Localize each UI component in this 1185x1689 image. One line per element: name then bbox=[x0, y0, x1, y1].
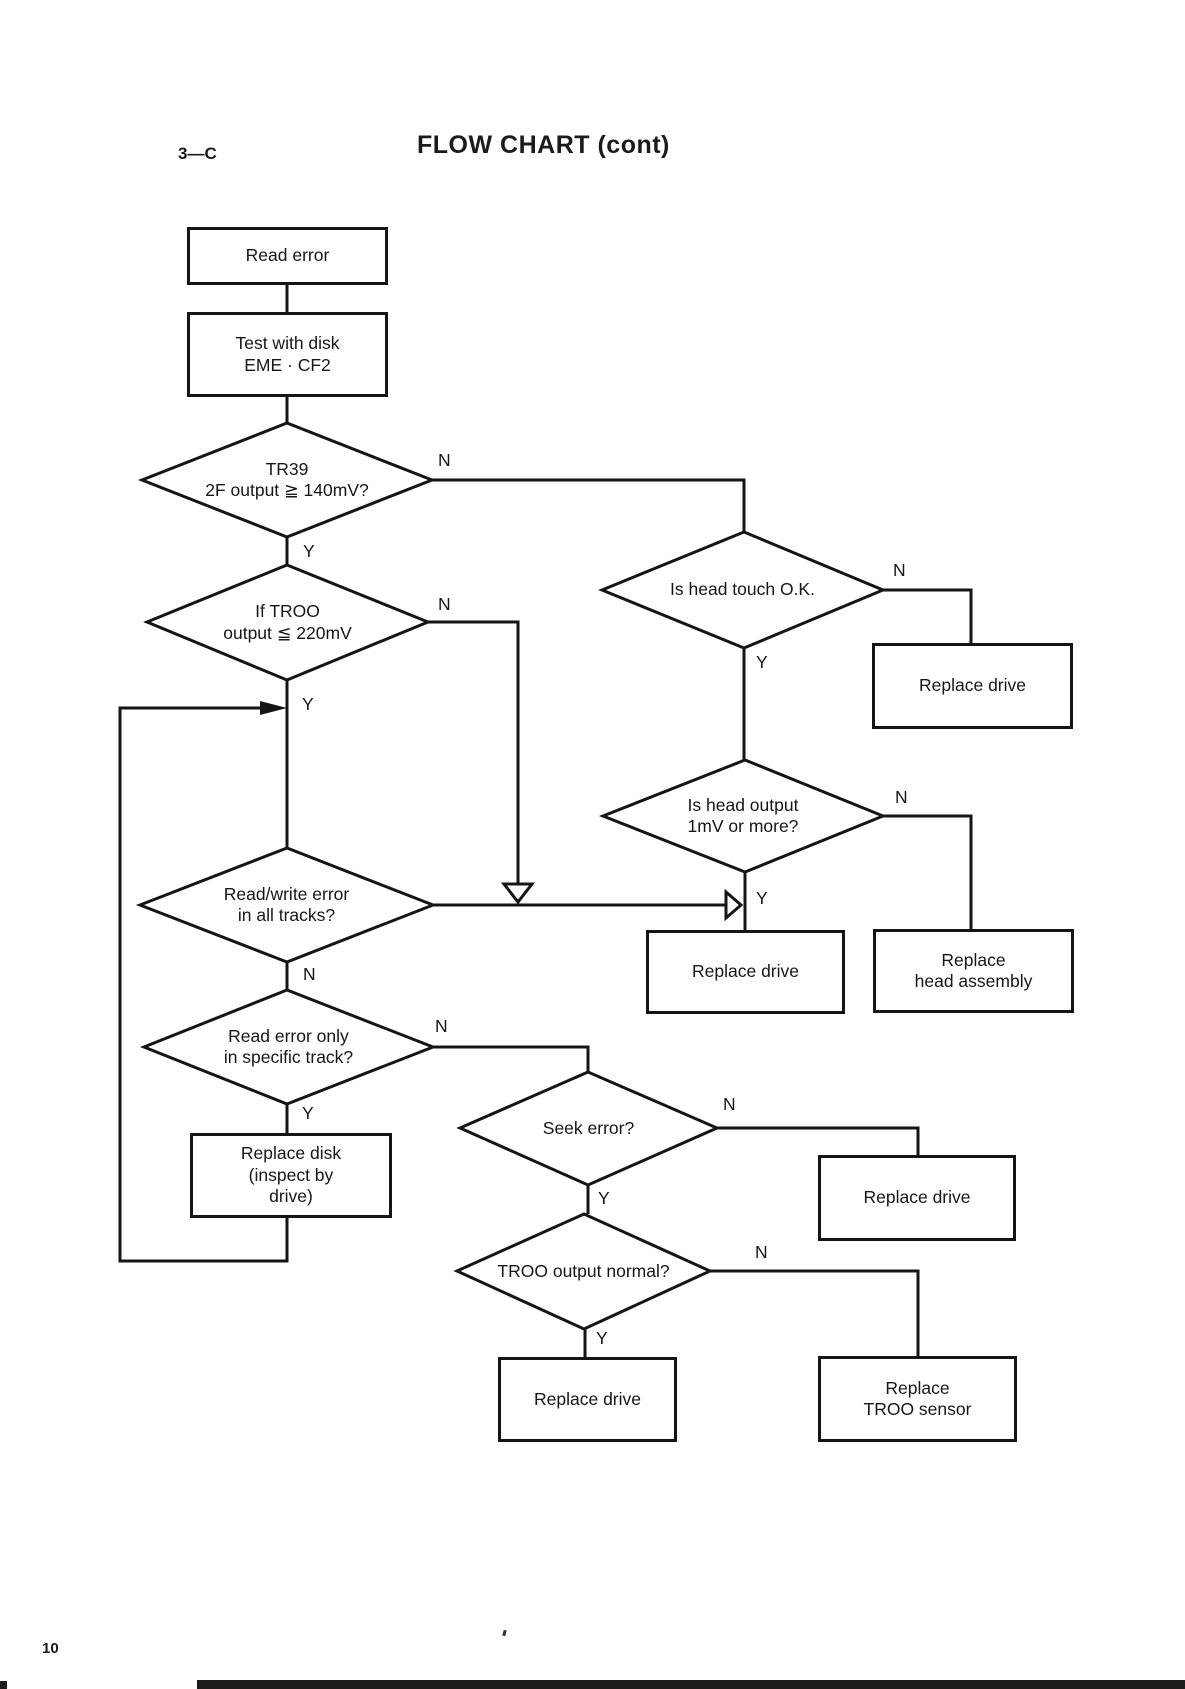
diamond-read-specific-track bbox=[139, 988, 438, 1106]
branch-label-seek-n: N bbox=[723, 1094, 736, 1114]
branch-label-seek-y: Y bbox=[598, 1188, 610, 1208]
process-test-with-disk: Test with disk EME · CF2 bbox=[187, 312, 388, 397]
connector-seek-n bbox=[717, 1126, 920, 1155]
arrowhead-open-down-icon bbox=[500, 882, 536, 905]
process-read-error: Read error bbox=[187, 227, 388, 285]
process-replace-troo-sensor: Replace TROO sensor bbox=[818, 1356, 1017, 1442]
diamond-tr39-2f-output bbox=[137, 421, 437, 539]
decision-head-output-label: Is head output 1mV or more? bbox=[687, 794, 799, 836]
decision-rw-all-tracks-label: Read/write error in all tracks? bbox=[223, 883, 350, 925]
section-label: 3—C bbox=[178, 144, 217, 163]
branch-label-tr39-y: Y bbox=[303, 541, 315, 561]
branch-label-troo220-n: N bbox=[438, 594, 451, 614]
process-replace-head-assembly: Replace head assembly bbox=[873, 929, 1074, 1013]
connector-retry-loop bbox=[118, 706, 289, 1263]
process-replace-drive-top: Replace drive bbox=[872, 643, 1073, 729]
branch-label-troo-normal-y: Y bbox=[596, 1328, 608, 1348]
branch-label-head-touch-y: Y bbox=[756, 652, 768, 672]
page-number: 10 bbox=[42, 1640, 59, 1657]
branch-label-head-touch-n: N bbox=[893, 560, 906, 580]
branch-label-head-output-y: Y bbox=[756, 888, 768, 908]
diamond-troo-normal bbox=[453, 1212, 714, 1331]
diamond-troo-output-220 bbox=[143, 563, 432, 682]
bottom-scan-bar bbox=[197, 1680, 1185, 1689]
branch-label-tr39-n: N bbox=[438, 450, 451, 470]
branch-label-head-output-n: N bbox=[895, 787, 908, 807]
branch-label-rw-all-tracks-n: N bbox=[303, 964, 316, 984]
connector-specific-track-n bbox=[433, 1045, 590, 1072]
process-replace-drive-bottom: Replace drive bbox=[498, 1357, 677, 1442]
branch-label-specific-track-y: Y bbox=[302, 1103, 314, 1123]
connector-tr39-n bbox=[432, 478, 746, 532]
branch-label-specific-track-n: N bbox=[435, 1016, 448, 1036]
diamond-rw-all-tracks bbox=[135, 846, 438, 964]
decision-troo-output-220-label: If TROO output ≦ 220mV bbox=[223, 601, 352, 643]
connector-head-touch-n bbox=[883, 588, 973, 643]
connector-troo-normal-n bbox=[710, 1269, 920, 1356]
diamond-seek-error bbox=[456, 1070, 721, 1187]
diamond-head-touch bbox=[598, 530, 887, 650]
arrowhead-open-right-icon bbox=[724, 888, 744, 922]
connector-head-output-n bbox=[883, 814, 973, 929]
process-replace-drive-mid: Replace drive bbox=[646, 930, 845, 1014]
process-replace-drive-seek: Replace drive bbox=[818, 1155, 1016, 1241]
decision-tr39-2f-output-label: TR39 2F output ≧ 140mV? bbox=[205, 458, 369, 500]
page-title: FLOW CHART (cont) bbox=[417, 131, 670, 159]
decision-head-touch-label: Is head touch O.K. bbox=[670, 579, 815, 600]
arrowhead-solid-right-icon bbox=[260, 701, 287, 715]
decision-read-specific-track-label: Read error only in specific track? bbox=[223, 1025, 354, 1067]
bottom-scan-bar-corner bbox=[0, 1681, 7, 1689]
diamond-head-output bbox=[598, 758, 887, 874]
decision-seek-error-label: Seek error? bbox=[542, 1117, 635, 1138]
branch-label-troo-normal-n: N bbox=[755, 1242, 768, 1262]
process-replace-disk: Replace disk (inspect by drive) bbox=[190, 1133, 392, 1218]
branch-label-troo220-y: Y bbox=[302, 694, 314, 714]
decision-troo-normal-label: TROO output normal? bbox=[497, 1260, 670, 1281]
connector-troo220-n bbox=[428, 620, 520, 884]
